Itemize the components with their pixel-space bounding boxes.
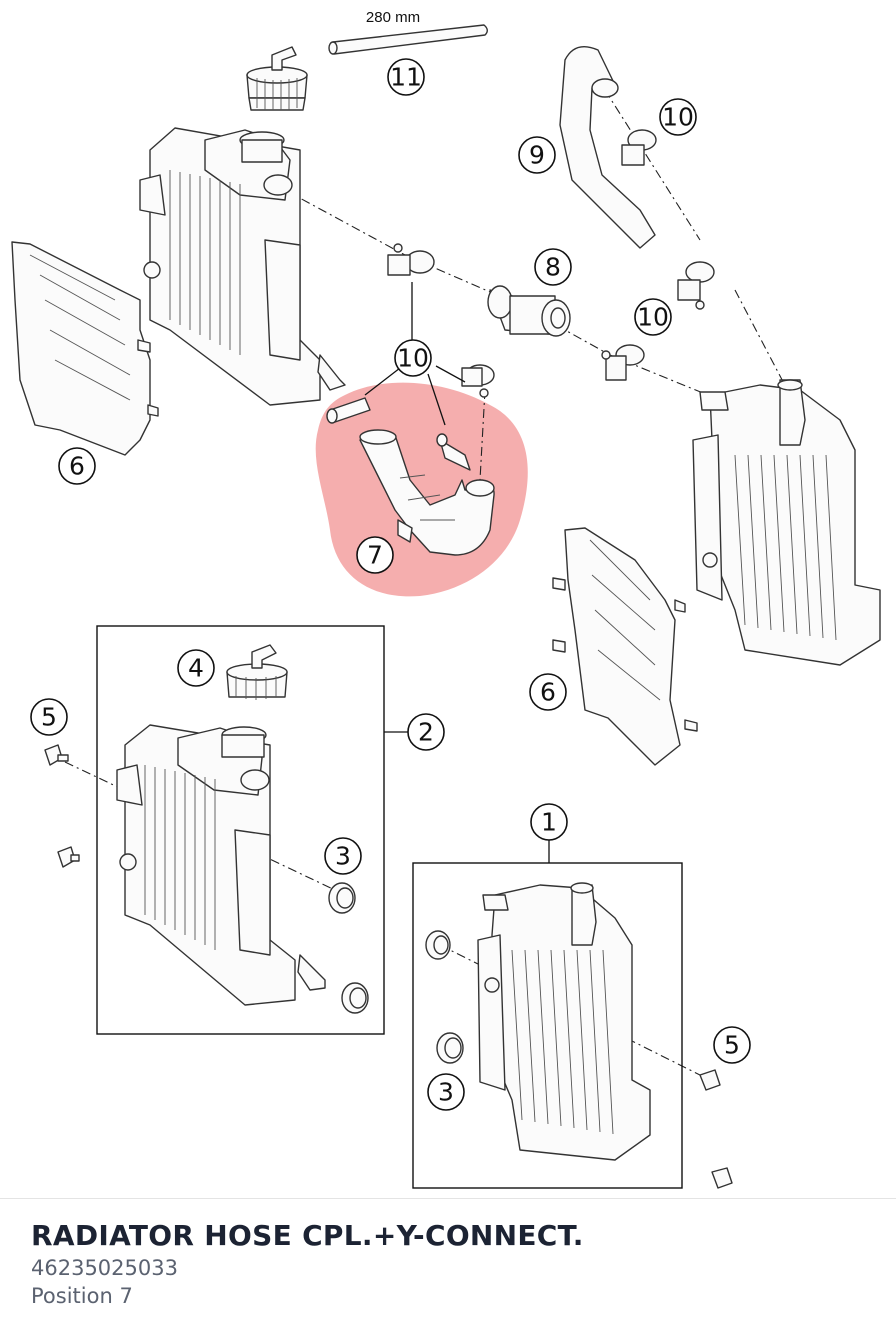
callout-7-label: 7: [367, 541, 383, 570]
callout-2[interactable]: 2: [407, 713, 445, 751]
grommet-left-a[interactable]: [328, 882, 356, 914]
callout-7[interactable]: 7: [356, 536, 394, 574]
thermostat-housing[interactable]: [487, 285, 571, 337]
callout-5-left[interactable]: 5: [30, 698, 68, 736]
hose-clamp-top[interactable]: [387, 243, 435, 276]
filler-cap-top[interactable]: [246, 46, 308, 111]
callout-3-right[interactable]: 3: [427, 1073, 465, 1111]
callout-8[interactable]: 8: [534, 248, 572, 286]
assembly-box-1: [412, 862, 683, 1189]
grommet-right-b[interactable]: [436, 1032, 464, 1064]
part-number: 46235025033: [31, 1256, 178, 1280]
callout-2-label: 2: [418, 718, 434, 747]
callout-10-right-label: 10: [637, 303, 669, 332]
callout-11[interactable]: 11: [387, 58, 425, 96]
filler-cap-assembly[interactable]: [226, 644, 288, 700]
callout-4[interactable]: 4: [177, 649, 215, 687]
radiator-right-top[interactable]: [692, 379, 881, 666]
radiator-left-top[interactable]: [139, 127, 346, 406]
callout-9-label: 9: [529, 141, 545, 170]
callout-1[interactable]: 1: [530, 803, 568, 841]
callout-11-label: 11: [390, 63, 422, 92]
callout-6-right-label: 6: [540, 678, 556, 707]
radiator-shroud-right[interactable]: [552, 527, 698, 766]
hose-clamp-upper-right-a[interactable]: [621, 129, 657, 166]
grommet-left-b[interactable]: [341, 982, 369, 1014]
callout-6-left[interactable]: 6: [58, 447, 96, 485]
callout-3-right-label: 3: [438, 1078, 454, 1107]
callout-10-upper-label: 10: [662, 103, 694, 132]
leader-lines: [364, 282, 550, 863]
part-position: Position 7: [31, 1284, 133, 1308]
callout-10-right[interactable]: 10: [634, 298, 672, 336]
callout-5-left-label: 5: [41, 703, 57, 732]
hose-clamp-middle[interactable]: [461, 364, 495, 398]
hose-clamp-right[interactable]: [601, 344, 645, 381]
exploded-parts-diagram: 280 mm 11 9 10 8 10 10 6 7 4 6 5 2 1 3 5…: [11, 9, 881, 1189]
part-title: RADIATOR HOSE CPL.+Y-CONNECT.: [31, 1219, 584, 1252]
radiator-right-assembly[interactable]: [477, 882, 651, 1161]
screw-left-a[interactable]: [44, 744, 69, 766]
radiator-hose-y-connector[interactable]: [326, 397, 495, 556]
callout-6-left-label: 6: [69, 452, 85, 481]
breather-hose-280mm[interactable]: [328, 24, 488, 55]
callout-5-right[interactable]: 5: [713, 1026, 751, 1064]
callout-10-upper[interactable]: 10: [659, 98, 697, 136]
assembly-box-2: [96, 625, 385, 1035]
callout-9[interactable]: 9: [518, 136, 556, 174]
radiator-hose-upper[interactable]: [559, 46, 656, 249]
callout-10-center[interactable]: 10: [394, 339, 432, 377]
hose-length-label: 280 mm: [366, 9, 420, 26]
hose-clamp-upper-right-b[interactable]: [677, 261, 715, 310]
callout-10-center-label: 10: [397, 344, 429, 373]
callout-1-label: 1: [541, 808, 557, 837]
radiator-left-assembly[interactable]: [116, 724, 326, 1006]
screw-left-b[interactable]: [57, 846, 80, 868]
radiator-shroud-left[interactable]: [11, 241, 159, 456]
callout-6-right[interactable]: 6: [529, 673, 567, 711]
grommet-right-a[interactable]: [425, 930, 451, 960]
callout-3-left-label: 3: [335, 842, 351, 871]
part-info-panel: RADIATOR HOSE CPL.+Y-CONNECT. 4623502503…: [0, 1198, 896, 1335]
callout-4-label: 4: [188, 654, 204, 683]
callout-8-label: 8: [545, 253, 561, 282]
callout-3-left[interactable]: 3: [324, 837, 362, 875]
screw-right-a[interactable]: [699, 1069, 721, 1091]
callout-5-right-label: 5: [724, 1031, 740, 1060]
screw-right-b[interactable]: [711, 1167, 733, 1189]
